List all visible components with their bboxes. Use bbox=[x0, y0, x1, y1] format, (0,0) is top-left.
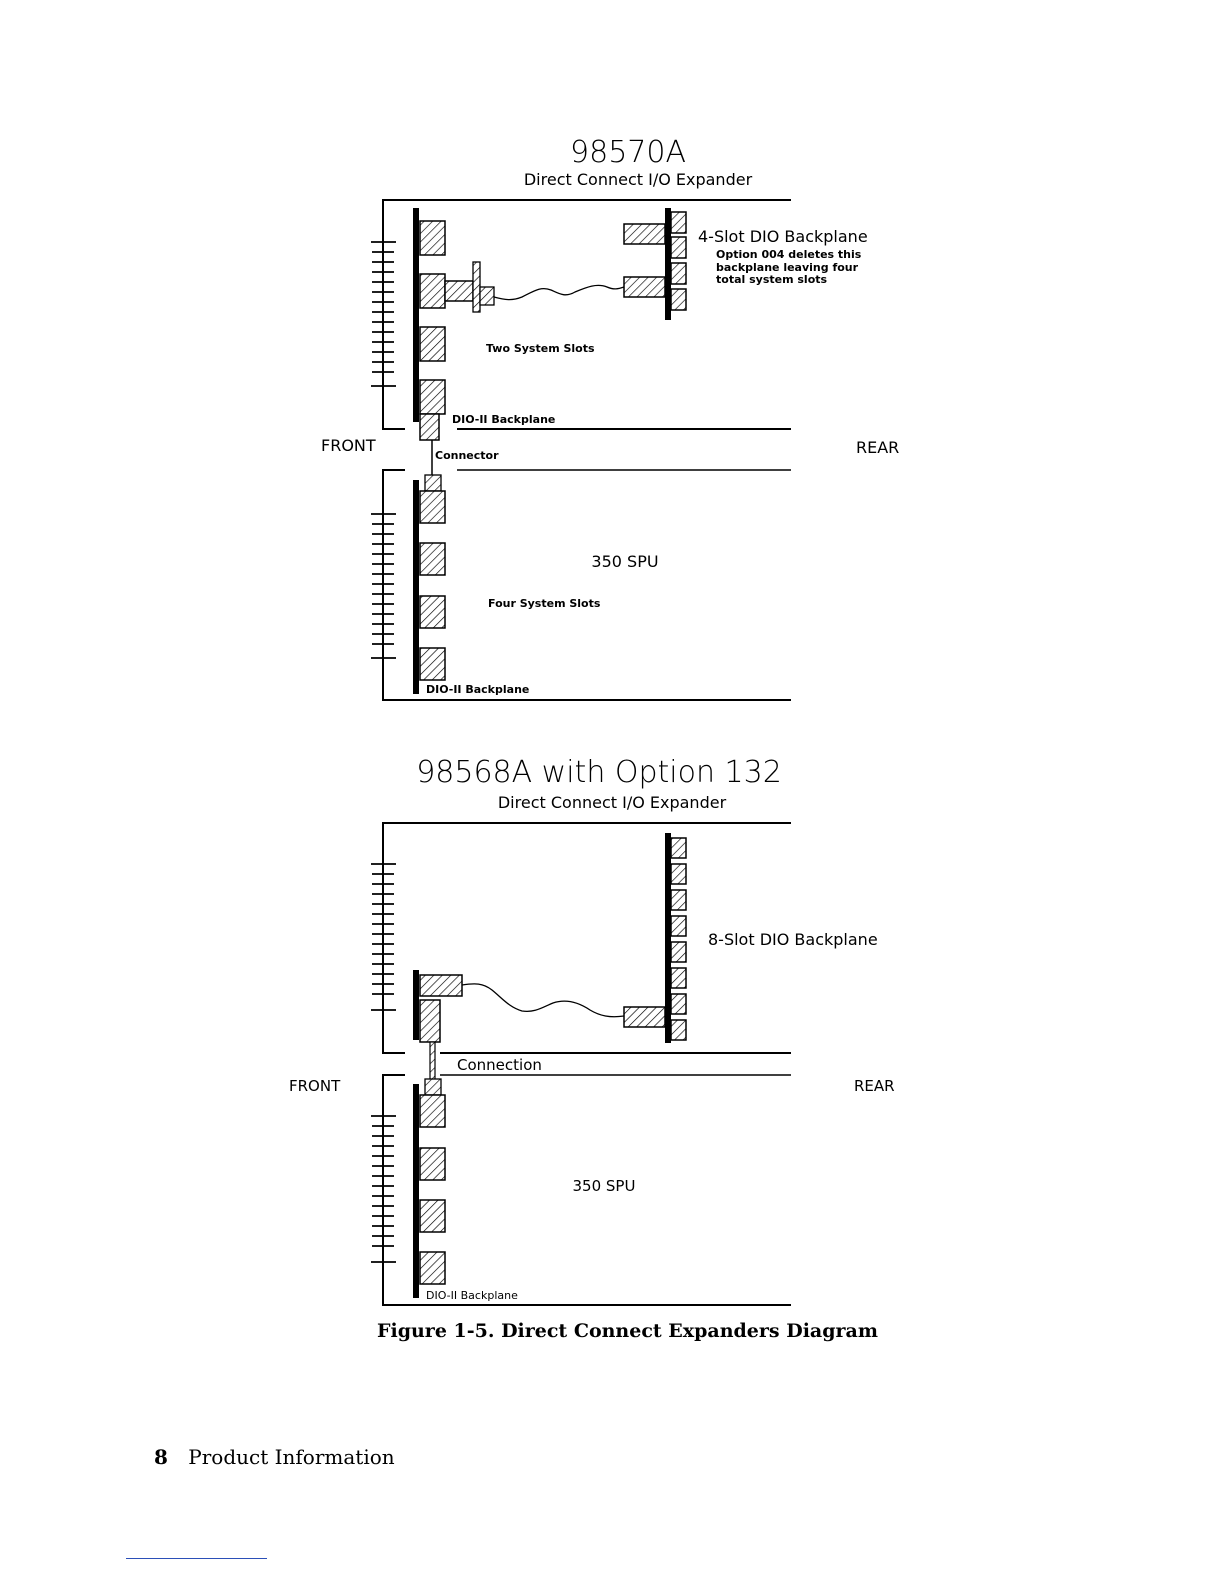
section-name: Product Information bbox=[188, 1445, 395, 1469]
top-lower-slots bbox=[419, 490, 446, 681]
figure-caption: Figure 1-5. Direct Connect Expanders Dia… bbox=[377, 1320, 878, 1342]
top-subtitle: Direct Connect I/O Expander bbox=[524, 170, 753, 189]
page-footer: 8 Product Information bbox=[154, 1445, 395, 1469]
bottom-lower-backplane-bar bbox=[413, 1084, 419, 1298]
top-option-note-2: backplane leaving four bbox=[716, 261, 859, 274]
bottom-cable bbox=[461, 983, 625, 1018]
top-connector-block bbox=[424, 474, 442, 492]
bottom-connection-link bbox=[429, 1041, 436, 1081]
bottom-8slot-slots bbox=[623, 837, 687, 1041]
page-number: 8 bbox=[154, 1445, 168, 1469]
bottom-lower-slots bbox=[419, 1094, 446, 1285]
top-upper-slots bbox=[419, 220, 446, 441]
bottom-diagram: 98568A with Option 132 Direct Connect I/… bbox=[289, 755, 895, 1306]
top-upper-backplane-bar bbox=[413, 208, 419, 422]
bottom-dio-lower-label: DIO-II Backplane bbox=[426, 1289, 518, 1302]
footer-rule bbox=[126, 1558, 267, 1559]
top-front-label: FRONT bbox=[321, 436, 376, 455]
bottom-front-label: FRONT bbox=[289, 1077, 341, 1095]
bottom-expander-chassis bbox=[371, 822, 791, 1076]
top-diagram: 98570A Direct Connect I/O Expander bbox=[321, 135, 899, 701]
bottom-connection-label: Connection bbox=[457, 1056, 542, 1074]
top-spu-chassis bbox=[371, 469, 791, 701]
top-option-note-1: Option 004 deletes this bbox=[716, 248, 862, 261]
top-rear-label: REAR bbox=[856, 438, 899, 457]
top-backplane-label: 4-Slot DIO Backplane bbox=[698, 227, 868, 246]
bottom-spu-chassis bbox=[371, 1074, 791, 1306]
bottom-upper-slots bbox=[419, 974, 463, 1043]
bottom-spu-fins bbox=[371, 1107, 396, 1271]
top-lower-backplane-bar bbox=[413, 480, 419, 694]
bottom-backplane-label: 8-Slot DIO Backplane bbox=[708, 930, 878, 949]
top-4slot-slots bbox=[623, 211, 687, 311]
top-cable-assembly bbox=[444, 261, 625, 313]
bottom-expander-fins bbox=[371, 855, 396, 1019]
bottom-subtitle: Direct Connect I/O Expander bbox=[498, 793, 727, 812]
bottom-rear-label: REAR bbox=[854, 1077, 895, 1095]
top-expander-chassis bbox=[371, 199, 791, 471]
top-spu-fins bbox=[371, 505, 396, 667]
top-option-note-3: total system slots bbox=[716, 273, 828, 286]
bottom-spu-label: 350 SPU bbox=[573, 1177, 636, 1195]
top-four-slots-label: Four System Slots bbox=[488, 597, 601, 610]
top-connector-label: Connector bbox=[435, 449, 499, 462]
top-dio-upper-label: DIO-II Backplane bbox=[452, 413, 555, 426]
top-two-slots-label: Two System Slots bbox=[486, 342, 595, 355]
bottom-title: 98568A with Option 132 bbox=[416, 755, 782, 790]
top-4slot-backplane-bar bbox=[665, 208, 671, 320]
top-expander-fins bbox=[371, 234, 396, 395]
top-dio-lower-label: DIO-II Backplane bbox=[426, 683, 529, 696]
bottom-8slot-backplane-bar bbox=[665, 833, 671, 1043]
bottom-connection-block bbox=[424, 1078, 442, 1096]
bottom-upper-backplane-bar bbox=[413, 970, 419, 1040]
top-spu-label: 350 SPU bbox=[591, 552, 658, 571]
top-title: 98570A bbox=[570, 135, 686, 170]
